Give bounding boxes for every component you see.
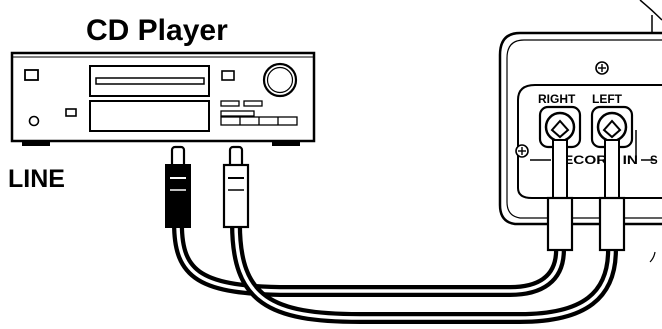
inserted-plug-left [598,139,626,252]
section-cut-label: S [650,155,658,167]
cd-player: CD Player [10,14,316,146]
rca-plug-white [222,145,250,229]
control-button [243,100,263,107]
cd-player-foot-left [22,141,50,146]
cable-right-core [176,222,562,293]
jack-right-label: RIGHT [538,92,576,106]
rca-plug-black [165,145,191,228]
audio-cables [172,218,618,324]
control-button [220,100,240,107]
small-button [65,108,77,117]
line-output-label: LINE [8,165,65,193]
cable-left-core [234,222,614,320]
screw-left [515,144,529,158]
inserted-plug-right [546,139,574,252]
eject-button [221,70,235,81]
control-button [220,110,255,117]
cd-player-foot-right [272,141,300,146]
headphone-jack [28,115,40,127]
jack-left-label: LEFT [592,92,623,106]
screw-top [595,61,609,75]
cd-player-title: CD Player [86,14,228,47]
display-window [89,100,210,132]
jack-left [590,105,634,149]
recorder-unit: RIGHT LEFT RECORD IN S [498,0,662,263]
power-button [24,69,39,81]
disc-tray-slot [95,77,205,85]
